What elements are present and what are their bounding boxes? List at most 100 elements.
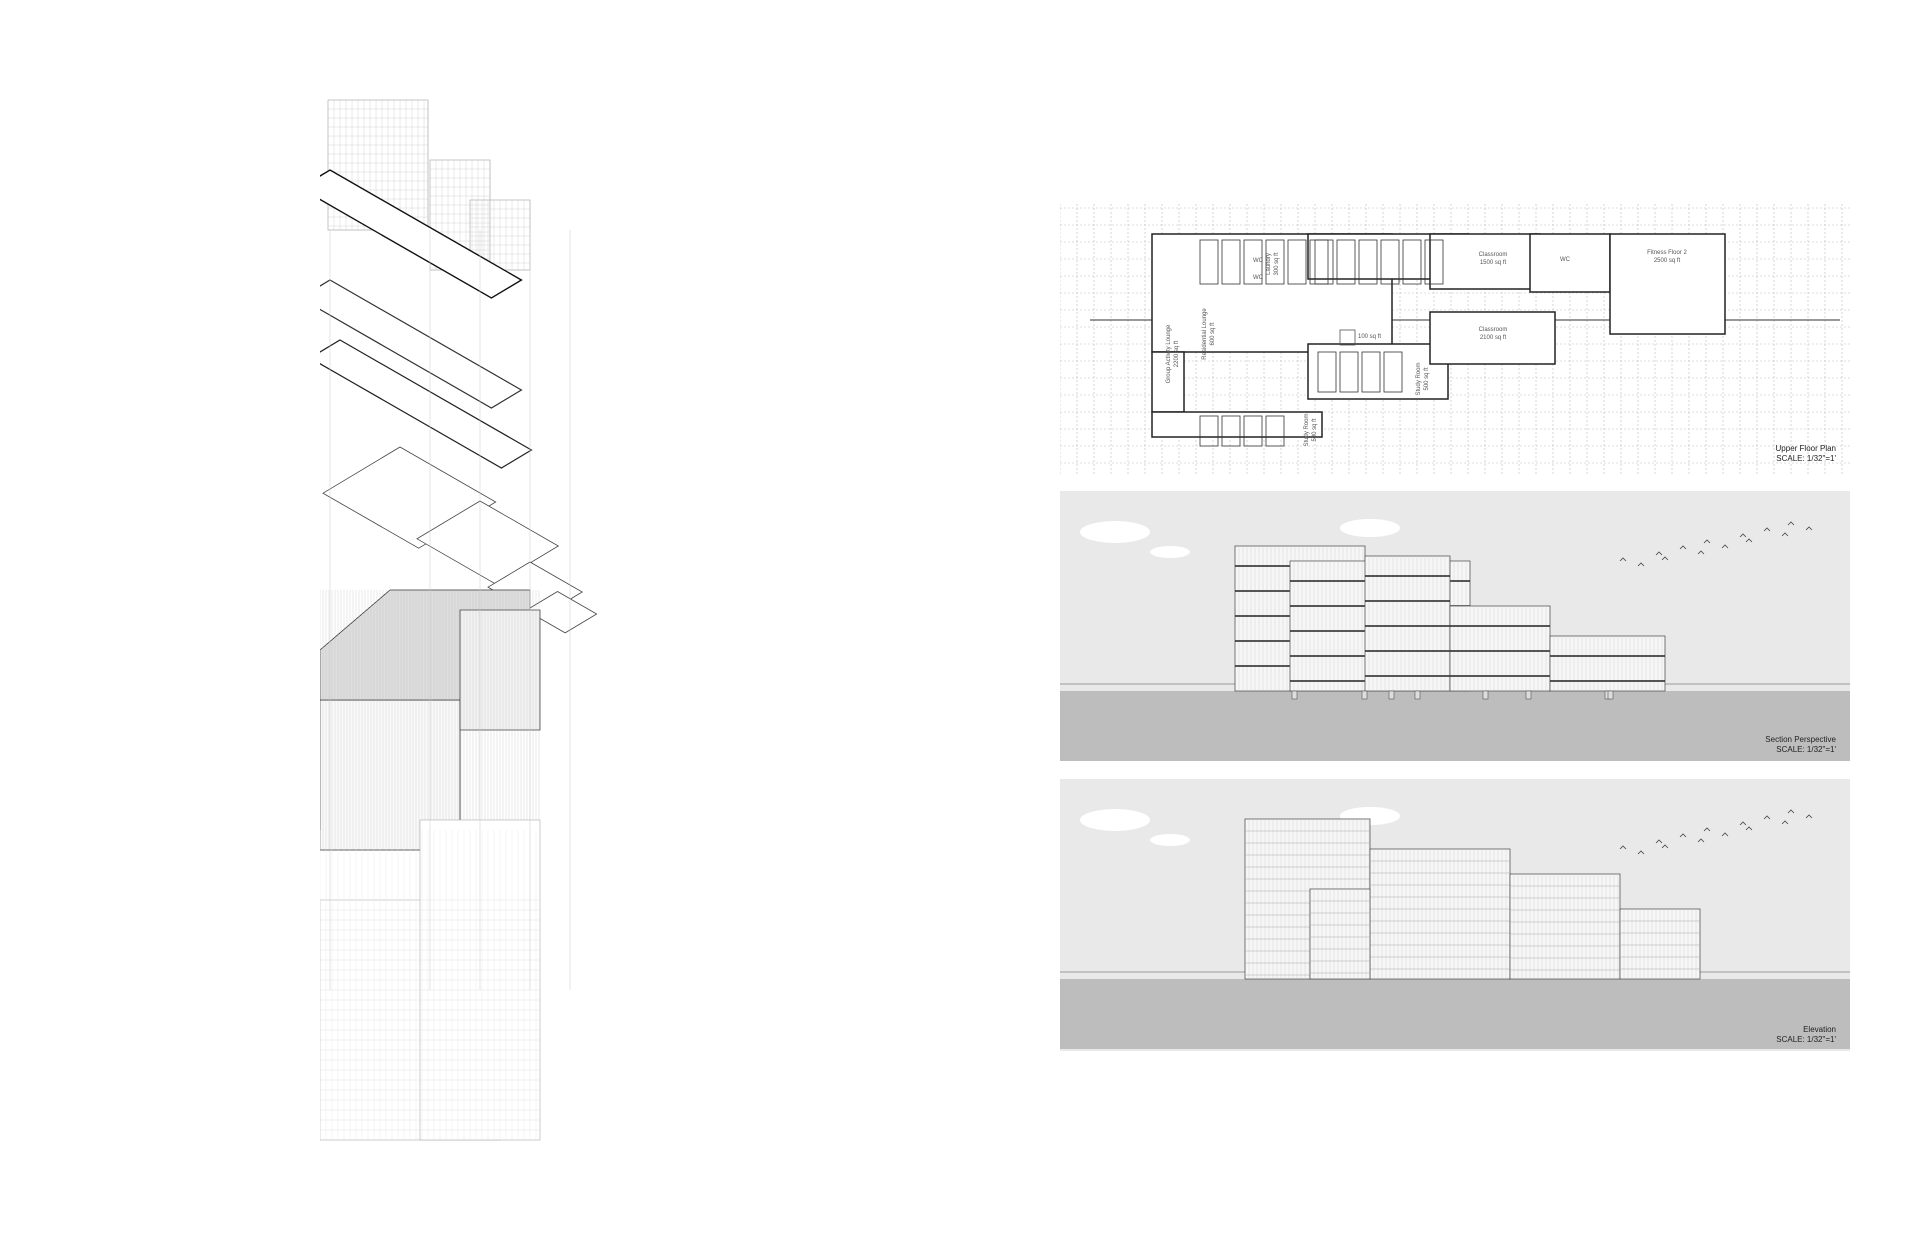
room-label: WC: [1560, 257, 1571, 263]
exploded-axonometric: [320, 90, 670, 1160]
pile: [1482, 690, 1489, 700]
floor-slab-lower: [320, 339, 533, 469]
bird: [1787, 521, 1795, 526]
elevation-drawing: [1060, 807, 1850, 1049]
cloud: [1340, 519, 1400, 537]
area-legend-label: 100 sq ft: [1358, 334, 1381, 340]
axonometric-drawing: [320, 99, 598, 1141]
bird: [1745, 538, 1753, 543]
dorm-room: [1339, 351, 1359, 393]
dorm-room: [1221, 239, 1241, 285]
plan-title: Upper Floor Plan: [1775, 444, 1836, 453]
dorm-room: [1221, 415, 1241, 447]
section-caption: Section Perspective SCALE: 1/32"=1': [1765, 735, 1836, 755]
dorm-room: [1287, 239, 1307, 285]
grid-plate-3: [525, 591, 598, 634]
plan-scale: SCALE: 1/32"=1': [1776, 454, 1836, 463]
dorm-room: [1265, 239, 1285, 285]
bird: [1763, 815, 1771, 820]
section-drawing: [1060, 519, 1850, 761]
pile: [1291, 690, 1298, 700]
dorm-room: [1358, 239, 1378, 285]
pile: [1414, 690, 1421, 700]
dorm-room: [1317, 351, 1337, 393]
ground: [1060, 691, 1850, 761]
dorm-room: [1402, 239, 1422, 285]
elevation-scale: SCALE: 1/32"=1': [1776, 1035, 1836, 1044]
dorm-room: [1383, 351, 1403, 393]
bird: [1787, 809, 1795, 814]
dorm-room: [1424, 239, 1444, 285]
dorm-room: [1243, 415, 1263, 447]
building-mass: [1509, 873, 1621, 980]
bird: [1697, 838, 1705, 843]
cloud: [1150, 546, 1190, 558]
section-scale: SCALE: 1/32"=1': [1776, 745, 1836, 754]
room-label: WC: [1253, 258, 1264, 264]
bird: [1637, 562, 1645, 567]
building-mass: [1364, 555, 1451, 692]
elevation-caption: Elevation SCALE: 1/32"=1': [1776, 1025, 1836, 1045]
dorm-room: [1265, 415, 1285, 447]
dorm-room: [1361, 351, 1381, 393]
bird: [1703, 827, 1711, 832]
pile: [1607, 690, 1614, 700]
floor-slab-upper: [320, 169, 523, 299]
classroom-1500: [1429, 233, 1541, 290]
cloud: [1080, 809, 1150, 831]
building-mass: [1549, 635, 1666, 692]
bird: [1721, 832, 1729, 837]
section-title: Section Perspective: [1765, 735, 1836, 744]
bird: [1655, 839, 1663, 844]
dorm-room: [1314, 239, 1334, 285]
bird: [1655, 551, 1663, 556]
cloud: [1080, 521, 1150, 543]
bird: [1745, 826, 1753, 831]
dorm-room: [1199, 239, 1219, 285]
bird: [1763, 527, 1771, 532]
bird: [1781, 532, 1789, 537]
pile: [1525, 690, 1532, 700]
building-mass: [1449, 605, 1551, 692]
room-label: WC: [1253, 275, 1264, 281]
bird: [1781, 820, 1789, 825]
bird: [1637, 850, 1645, 855]
fitness-floor: [1609, 233, 1726, 335]
pile: [1388, 690, 1395, 700]
area-legend-box: [1339, 329, 1356, 346]
elevation-title: Elevation: [1803, 1025, 1836, 1034]
bird: [1619, 557, 1627, 562]
floor-slab-mid: [320, 279, 523, 409]
plan-caption: Upper Floor Plan SCALE: 1/32"=1': [1776, 444, 1836, 464]
wing-south-mid: [1307, 343, 1449, 400]
building-mass: [1309, 888, 1371, 980]
bird: [1661, 556, 1669, 561]
pile: [1361, 690, 1368, 700]
bird: [1739, 533, 1747, 538]
bird: [1697, 550, 1705, 555]
dorm-room: [1243, 239, 1263, 285]
bird: [1805, 814, 1813, 819]
ground: [1060, 979, 1850, 1049]
classroom-2100: [1429, 311, 1556, 365]
bird: [1703, 539, 1711, 544]
elevation-panel: Elevation SCALE: 1/32"=1': [1060, 779, 1850, 1051]
wing-east: [1529, 233, 1611, 293]
cloud: [1150, 834, 1190, 846]
bird: [1805, 526, 1813, 531]
bird: [1661, 844, 1669, 849]
bird: [1619, 845, 1627, 850]
building-mass: [1369, 848, 1511, 980]
dorm-room: [1199, 415, 1219, 447]
dorm-room: [1336, 239, 1356, 285]
